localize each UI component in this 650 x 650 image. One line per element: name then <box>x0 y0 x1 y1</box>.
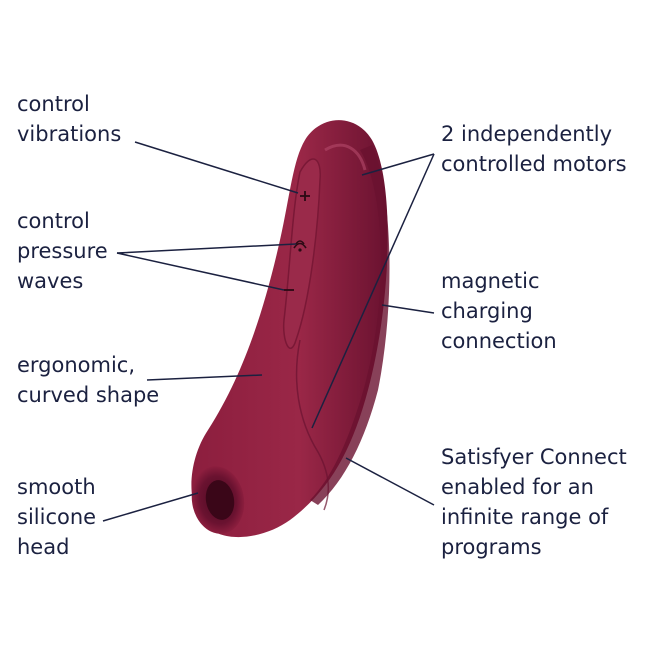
label-control-pressure-waves: control pressure waves <box>17 209 108 293</box>
device-side-shadow <box>310 145 390 505</box>
label-ergonomic-shape: ergonomic, curved shape <box>17 353 160 407</box>
callout-line-pressure-1 <box>116 243 297 254</box>
callout-line-motors-2 <box>311 153 435 429</box>
callout-line-connect <box>345 457 435 506</box>
wave-icon[interactable] <box>293 240 307 252</box>
label-satisfyer-connect: Satisfyer Connect enabled for an infinit… <box>441 445 627 559</box>
callout-line-ergonomic <box>146 374 263 381</box>
label-magnetic-charging: magnetic charging connection <box>441 269 557 353</box>
label-motors: 2 independently controlled motors <box>441 122 627 176</box>
label-smooth-head: smooth silicone head <box>17 475 97 559</box>
plus-icon[interactable] <box>300 191 310 201</box>
callout-line-magnetic <box>381 304 435 314</box>
device-highlight <box>324 143 367 171</box>
callout-line-vibrations <box>134 141 299 194</box>
callout-lines <box>102 141 435 522</box>
body-seam <box>295 339 330 511</box>
callout-line-pressure-2 <box>116 252 285 291</box>
control-panel <box>282 158 321 349</box>
label-control-vibrations: control vibrations <box>17 92 122 146</box>
callout-line-head <box>102 492 199 522</box>
head-nozzle <box>205 480 235 520</box>
callout-line-motors-1 <box>361 153 435 176</box>
